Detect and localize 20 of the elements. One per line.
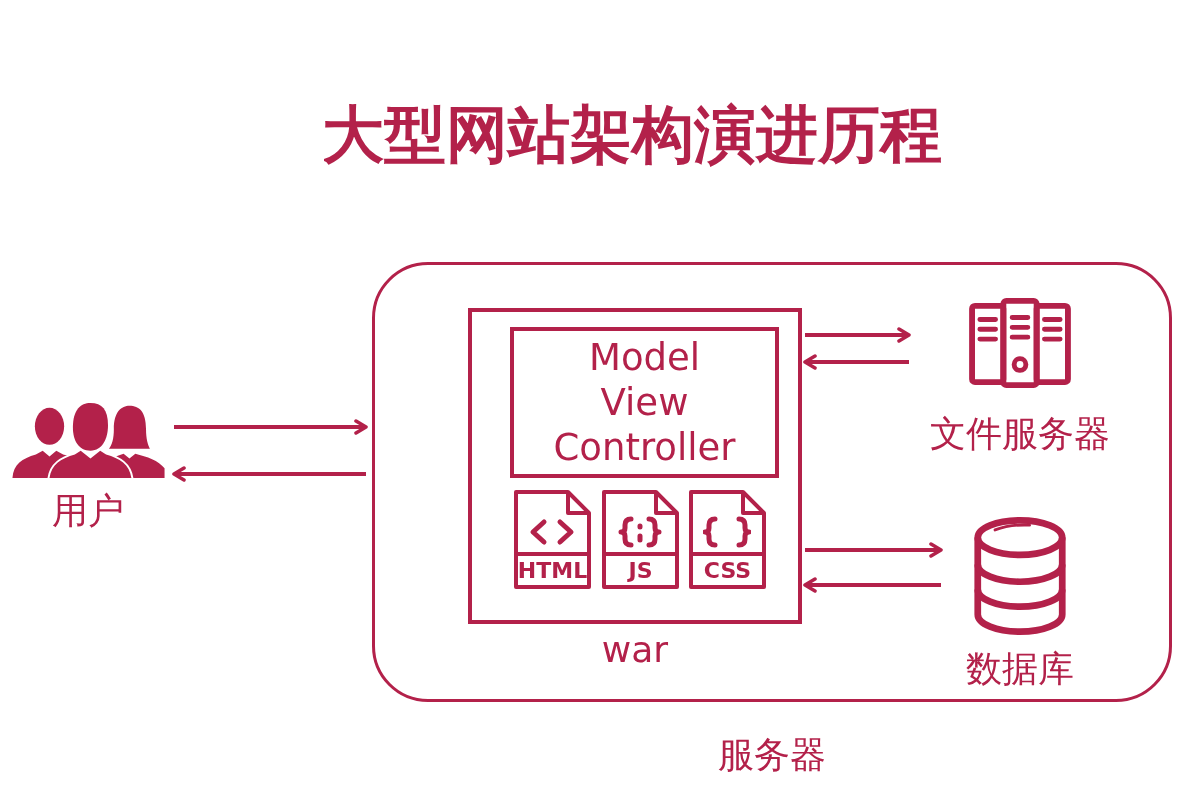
document-box bbox=[600, 488, 681, 591]
arrow bbox=[805, 542, 943, 558]
node-label: 文件服务器 bbox=[930, 412, 1110, 455]
node-label: Model View Controller bbox=[552, 335, 737, 470]
node-label: CSS bbox=[703, 559, 752, 583]
node-label: 用户 bbox=[52, 489, 124, 532]
node-label: war bbox=[601, 628, 669, 671]
arrow bbox=[803, 354, 909, 370]
arrow bbox=[174, 419, 368, 435]
document-box bbox=[687, 488, 768, 591]
node-label: 数据库 bbox=[966, 647, 1074, 690]
title: 大型网站架构演进历程 bbox=[322, 98, 942, 172]
arrow bbox=[803, 577, 941, 593]
component-box bbox=[510, 327, 779, 478]
arrow bbox=[805, 327, 911, 343]
node-label: 服务器 bbox=[718, 733, 826, 776]
node-label: JS bbox=[628, 559, 653, 583]
arrow bbox=[172, 466, 366, 482]
node-label: HTML bbox=[517, 559, 588, 583]
document-box bbox=[512, 488, 593, 591]
